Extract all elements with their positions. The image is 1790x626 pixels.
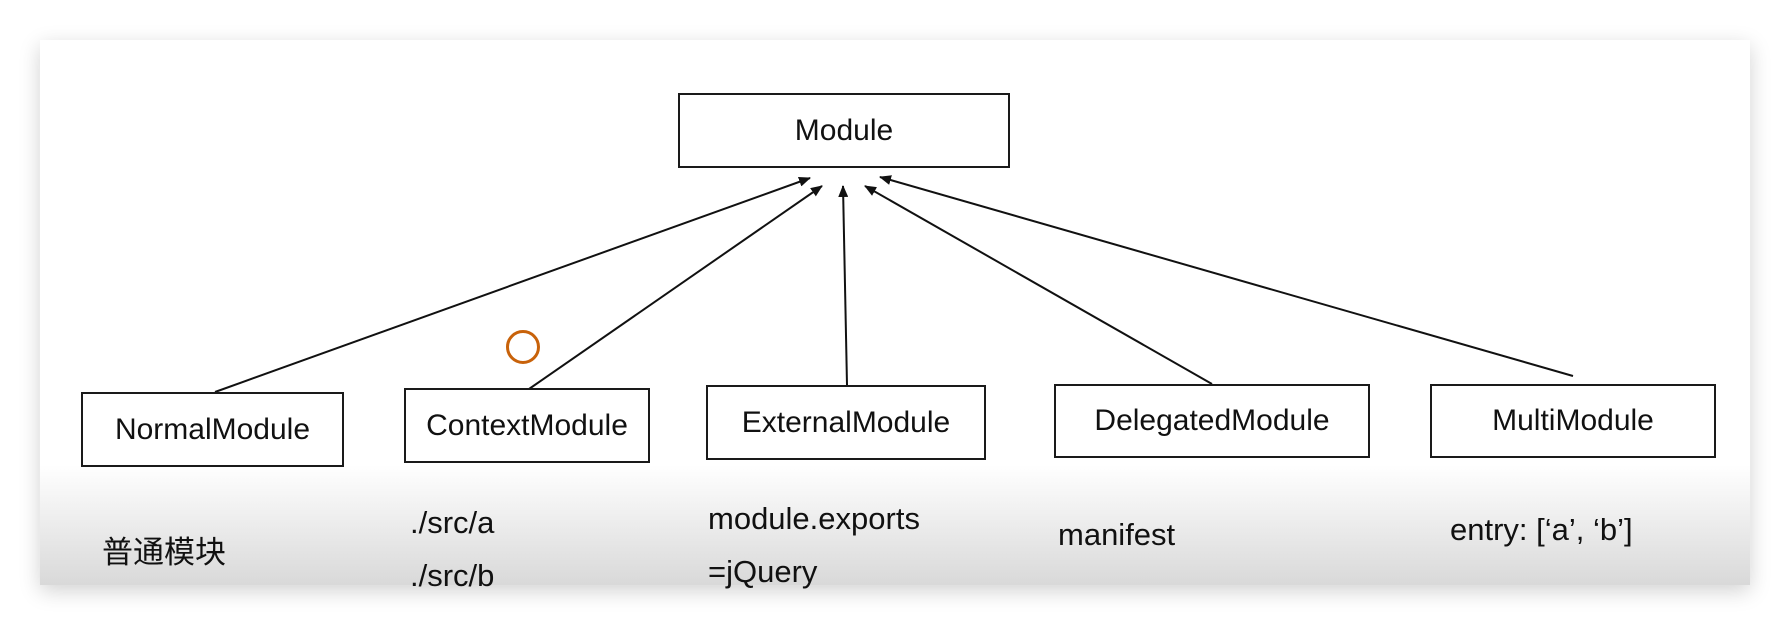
contextmodule-box: ContextModule	[404, 388, 650, 463]
contextmodule-note: ./src/a ./src/b	[410, 496, 494, 602]
normalmodule-label: NormalModule	[114, 412, 311, 446]
contextmodule-note-line: ./src/a	[410, 505, 495, 540]
delegatedmodule-note-line: manifest	[1058, 517, 1176, 552]
externalmodule-box: ExternalModule	[706, 385, 986, 460]
multimodule-note-line: entry: [‘a’, ‘b’]	[1450, 512, 1633, 547]
multimodule-box: MultiModule	[1430, 384, 1716, 458]
normalmodule-note-line: 普通模块	[102, 535, 226, 570]
externalmodule-note-line: =jQuery	[708, 554, 818, 589]
delegatedmodule-label: DelegatedModule	[1094, 404, 1330, 437]
externalmodule-label: ExternalModule	[741, 405, 951, 439]
edge-delegatedmodule-to-module	[864, 185, 1213, 385]
contextmodule-label: ContextModule	[426, 408, 628, 442]
normalmodule-box: NormalModule	[81, 392, 344, 467]
edge-externalmodule-to-module	[838, 185, 849, 386]
delegatedmodule-box: DelegatedModule	[1054, 384, 1370, 458]
multimodule-note: entry: [‘a’, ‘b’]	[1450, 503, 1633, 556]
cursor-circle-icon	[506, 330, 540, 364]
module-box: Module	[678, 93, 1010, 168]
externalmodule-note: module.exports =jQuery	[708, 492, 920, 598]
delegatedmodule-note: manifest	[1058, 508, 1175, 561]
edge-multimodule-to-module	[879, 175, 1574, 377]
contextmodule-note-line: ./src/b	[410, 558, 495, 593]
externalmodule-note-line: module.exports	[708, 501, 920, 536]
edge-contextmodule-to-module	[528, 185, 823, 390]
module-label: Module	[794, 113, 894, 147]
normalmodule-note: 普通模块	[102, 526, 226, 579]
multimodule-label: MultiModule	[1492, 404, 1654, 437]
edge-normalmodule-to-module	[214, 177, 811, 393]
